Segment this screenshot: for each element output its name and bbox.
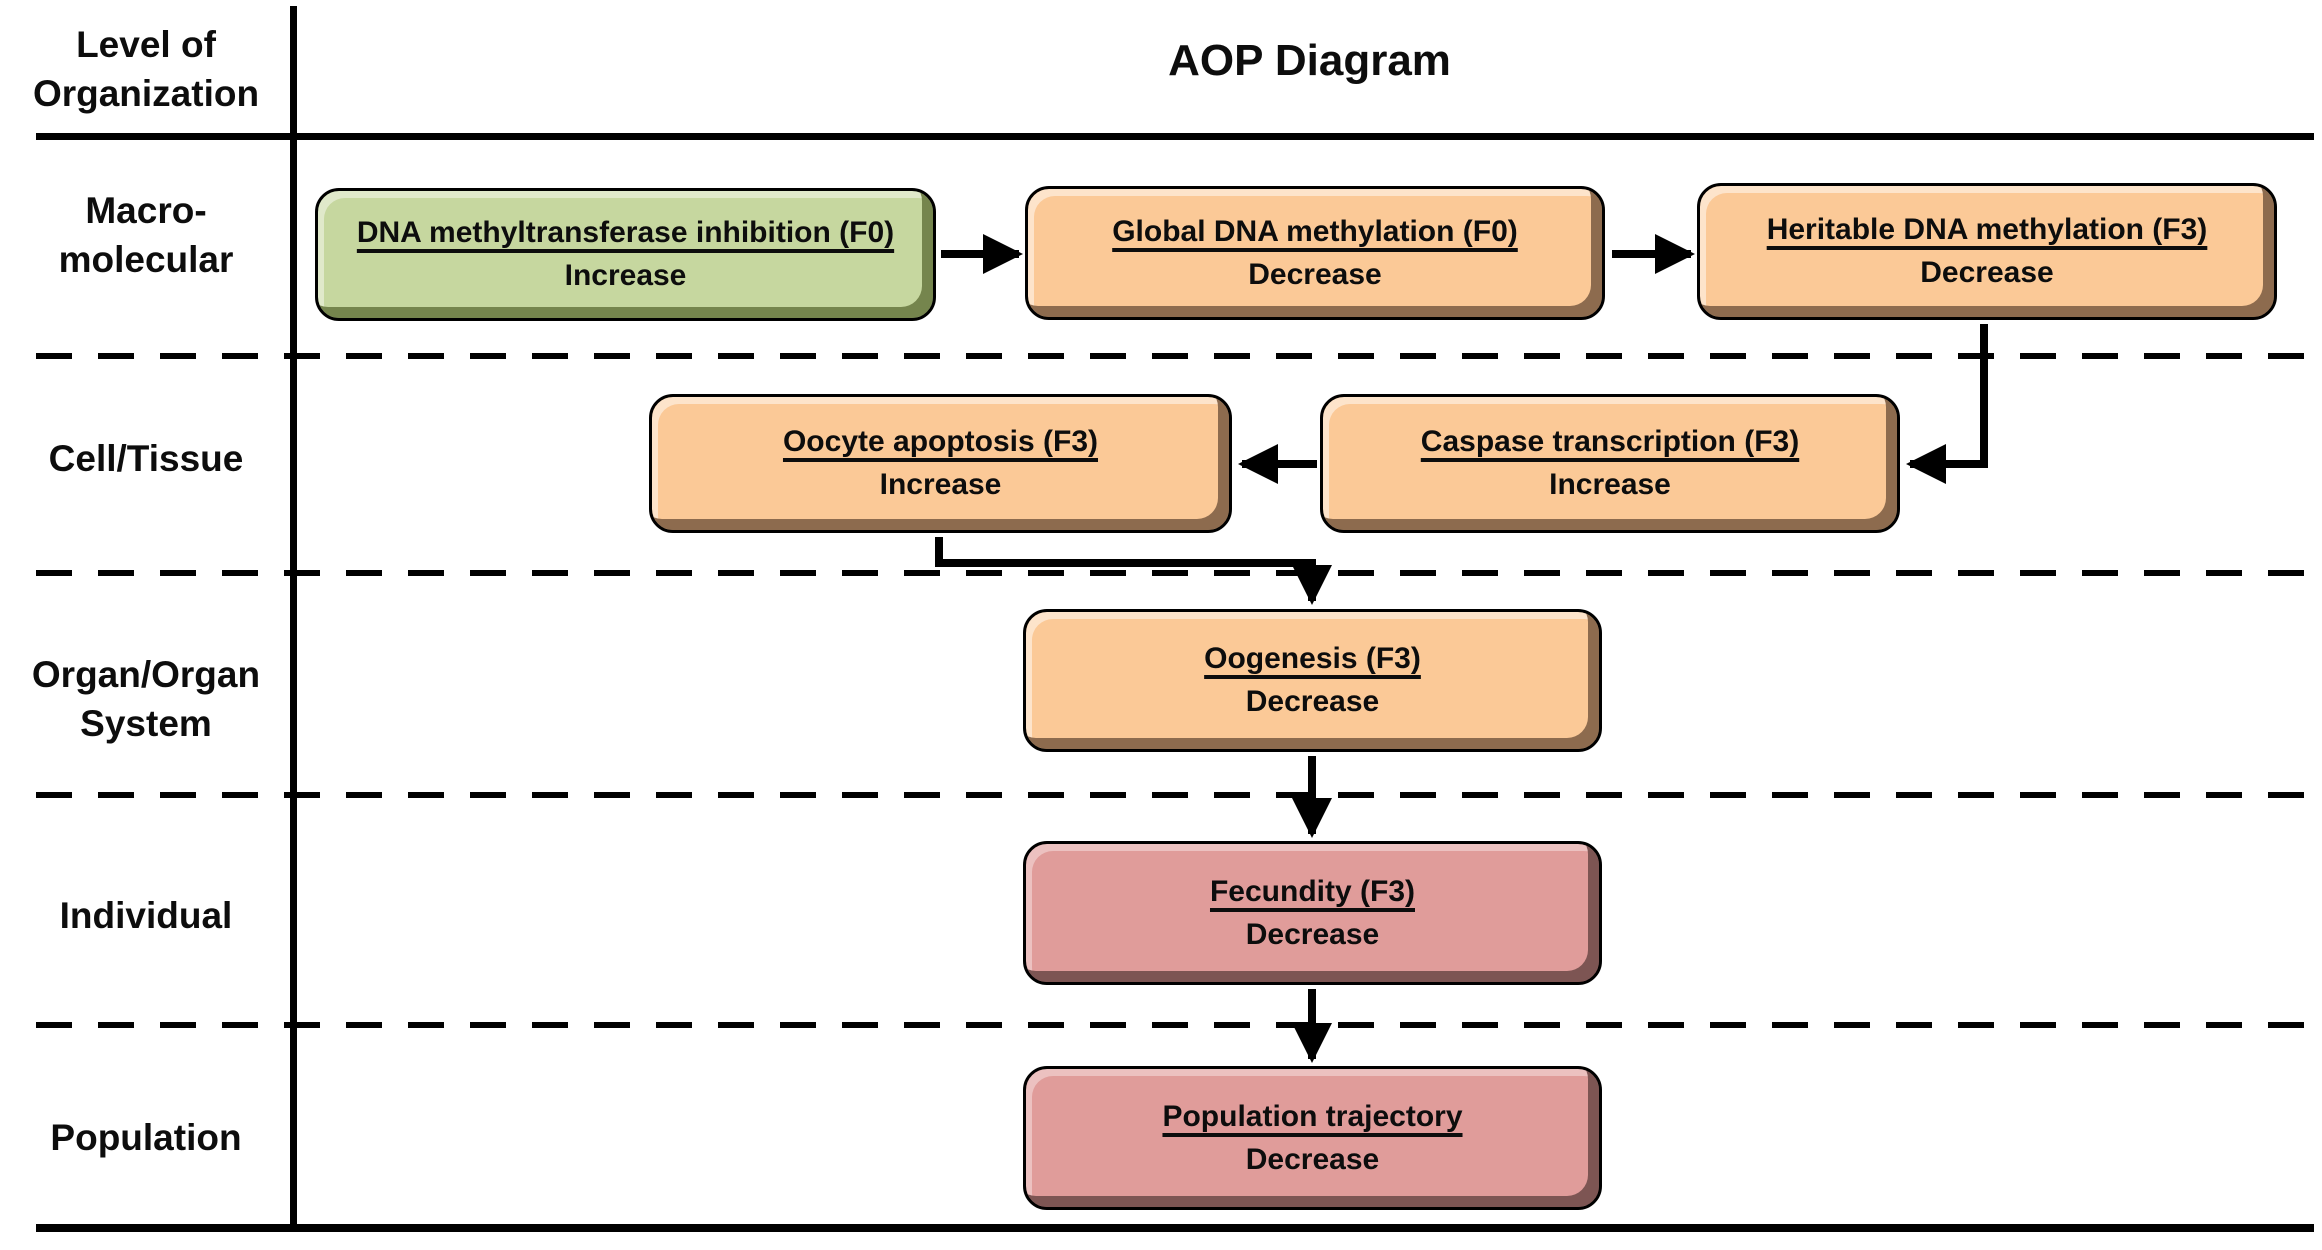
node-global-dna-methylation: Global DNA methylation (F0) Decrease — [1025, 186, 1605, 320]
header-line-2: Organization — [32, 73, 260, 114]
level-label-population: Population — [0, 1113, 292, 1162]
node-direction: Decrease — [1245, 917, 1380, 951]
arrow-oocyte-apoptosis-to-oogenesis — [935, 537, 1332, 605]
column-divider-line — [290, 6, 297, 1231]
level-label-organ-system: Organ/Organ System — [0, 650, 292, 748]
node-direction: Decrease — [1248, 257, 1382, 291]
node-title: Population trajectory — [1162, 1099, 1463, 1133]
node-title: Caspase transcription (F3) — [1420, 425, 1800, 458]
level-divider-dashed-3 — [36, 792, 2314, 798]
node-title: Heritable DNA methylation (F3) — [1766, 213, 2208, 246]
node-fecundity: Fecundity (F3) Decrease — [1023, 841, 1602, 985]
level-label-macromolecular: Macro- molecular — [0, 186, 292, 284]
node-population-trajectory: Population trajectory Decrease — [1023, 1066, 1602, 1210]
node-dna-methyltransferase-inhibition: DNA methyltransferase inhibition (F0) In… — [315, 188, 936, 321]
header-line-1: Level of — [76, 24, 216, 65]
header-separator-line — [36, 133, 2314, 140]
page-title: AOP Diagram — [1168, 36, 1451, 85]
level-label-line: Macro- — [85, 190, 207, 231]
level-of-organization-header: Level of Organization — [0, 20, 292, 118]
level-label-line: Population — [50, 1117, 242, 1158]
level-divider-dashed-2 — [36, 570, 2314, 576]
level-label-line: Organ/Organ — [31, 654, 261, 695]
node-oogenesis: Oogenesis (F3) Decrease — [1023, 609, 1602, 752]
bottom-border-line — [36, 1224, 2314, 1232]
node-title: Oocyte apoptosis (F3) — [782, 425, 1099, 458]
node-direction: Increase — [879, 468, 1002, 501]
node-title: DNA methyltransferase inhibition (F0) — [356, 216, 895, 249]
level-label-line: Individual — [59, 895, 233, 936]
node-title: Oogenesis (F3) — [1204, 642, 1421, 675]
level-label-line: molecular — [58, 239, 234, 280]
node-direction: Decrease — [1245, 685, 1380, 718]
node-direction: Increase — [564, 259, 687, 292]
node-direction: Decrease — [1920, 256, 2054, 289]
node-caspase-transcription: Caspase transcription (F3) Increase — [1320, 394, 1900, 533]
level-divider-dashed-1 — [36, 353, 2314, 359]
level-label-line: System — [80, 703, 212, 744]
node-oocyte-apoptosis: Oocyte apoptosis (F3) Increase — [649, 394, 1232, 533]
arrow-heritable-to-caspase — [1906, 324, 1988, 484]
node-heritable-dna-methylation: Heritable DNA methylation (F3) Decrease — [1697, 183, 2277, 320]
node-direction: Decrease — [1245, 1142, 1380, 1176]
node-title: Fecundity (F3) — [1209, 874, 1415, 908]
level-label-line: Cell/Tissue — [48, 438, 244, 479]
level-label-cell-tissue: Cell/Tissue — [0, 434, 292, 483]
level-label-individual: Individual — [0, 891, 292, 940]
node-direction: Increase — [1549, 468, 1671, 501]
node-title: Global DNA methylation (F0) — [1112, 214, 1518, 248]
level-divider-dashed-4 — [36, 1022, 2314, 1028]
